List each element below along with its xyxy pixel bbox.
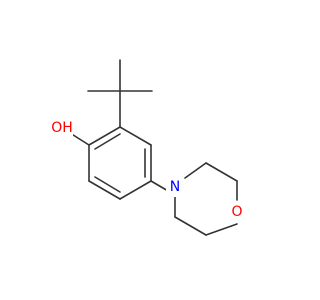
molecule-structure: OH N O bbox=[51, 59, 246, 236]
nitrogen-label-background bbox=[166, 179, 184, 197]
bond-ring-c6-c1 bbox=[88, 126, 121, 146]
bond-ring-c1-c2 bbox=[119, 126, 152, 146]
nitrogen-label: N bbox=[170, 179, 180, 195]
bond-morpholine-o-c3 bbox=[205, 223, 238, 236]
hydroxyl-label-background bbox=[51, 118, 73, 136]
bond-ring-double-c4-c5 bbox=[94, 176, 121, 193]
bond-morpholine-c1-c2 bbox=[205, 162, 238, 182]
bond-ring-c3-c4 bbox=[119, 180, 152, 200]
atom-labels: OH N O bbox=[51, 118, 246, 221]
oxygen-label-background bbox=[228, 203, 246, 221]
bond-ring-double-c6-c1 bbox=[94, 133, 121, 150]
bond-ring-to-hydroxyl bbox=[69, 132, 90, 146]
bonds bbox=[69, 59, 238, 236]
bond-ring-c4-c5 bbox=[88, 180, 121, 200]
hydroxyl-label: OH bbox=[51, 120, 73, 136]
oxygen-label: O bbox=[231, 204, 242, 220]
bond-morpholine-n-c1 bbox=[184, 162, 207, 179]
bond-morpholine-c3-c4 bbox=[174, 216, 207, 236]
